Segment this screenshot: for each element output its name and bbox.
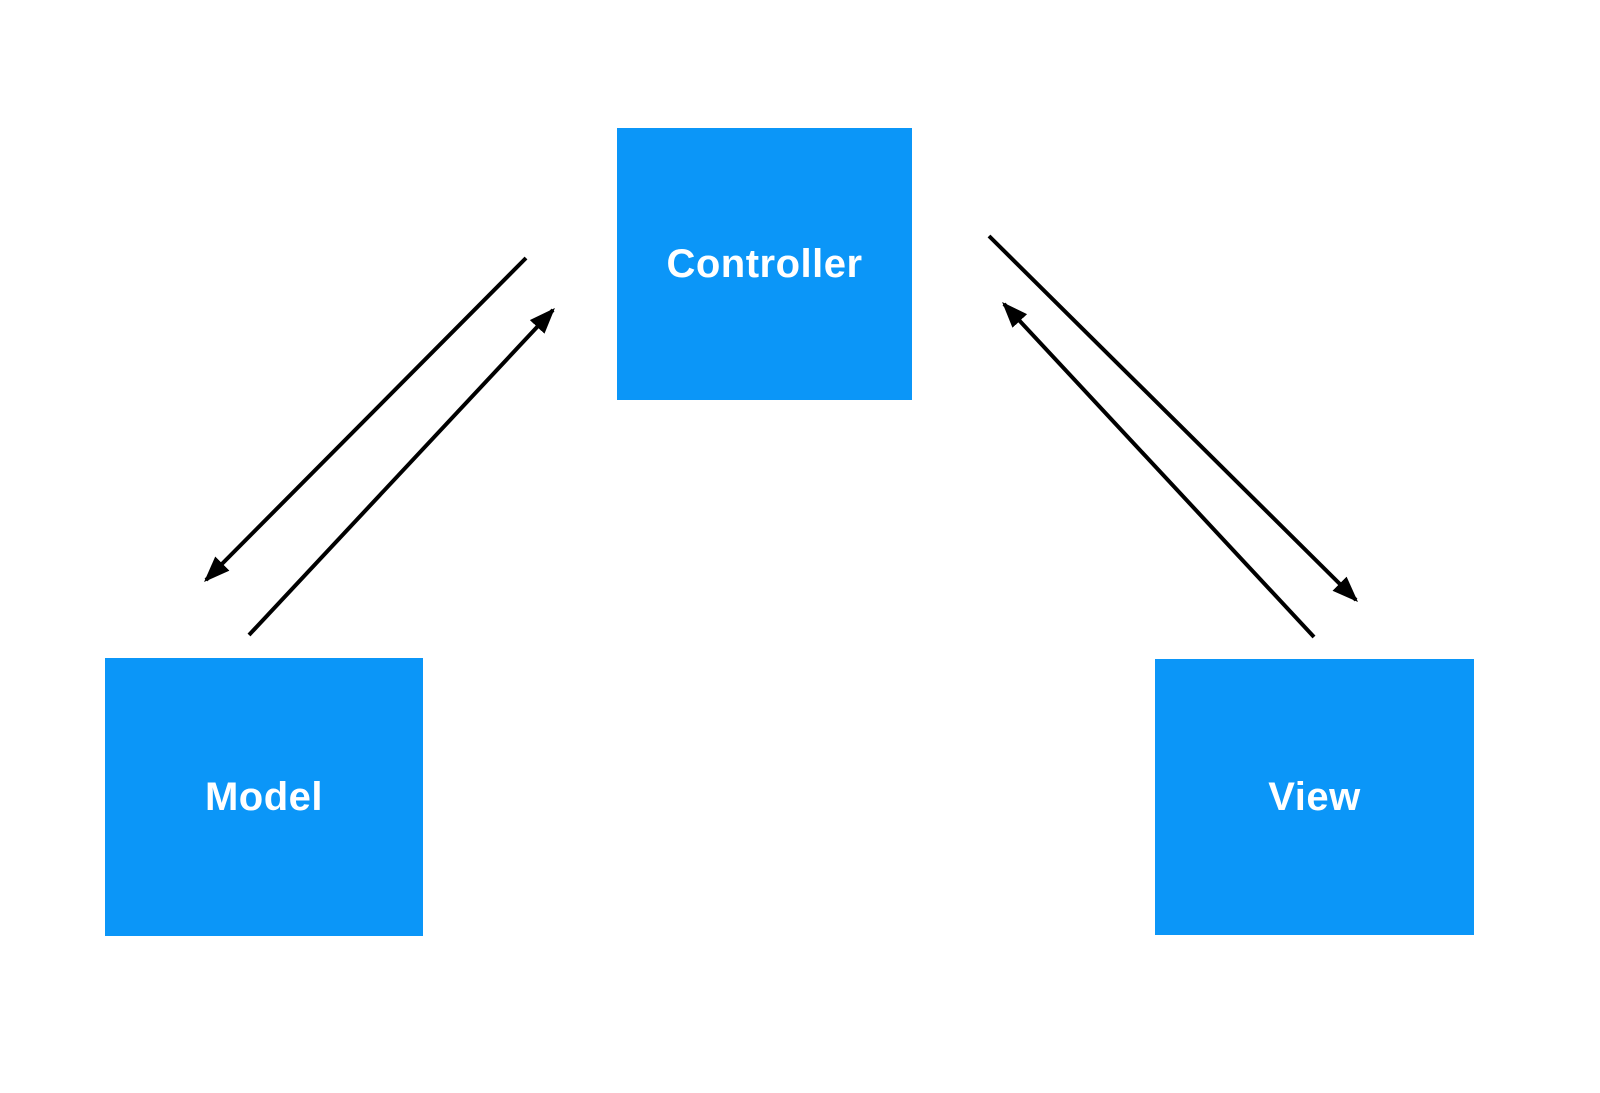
node-controller: Controller (617, 128, 912, 400)
edge-controller-to-view-arrow (987, 234, 1358, 602)
node-model-label: Model (204, 774, 324, 819)
edge-controller-to-model-arrow (204, 256, 528, 582)
node-controller-label: Controller (666, 241, 863, 286)
node-model: Model (105, 658, 423, 936)
edge-view-to-controller-arrow (1002, 301, 1316, 639)
edge-model-to-controller-arrow (247, 307, 555, 637)
node-view: View (1155, 659, 1474, 935)
node-view-label: View (1268, 774, 1361, 819)
